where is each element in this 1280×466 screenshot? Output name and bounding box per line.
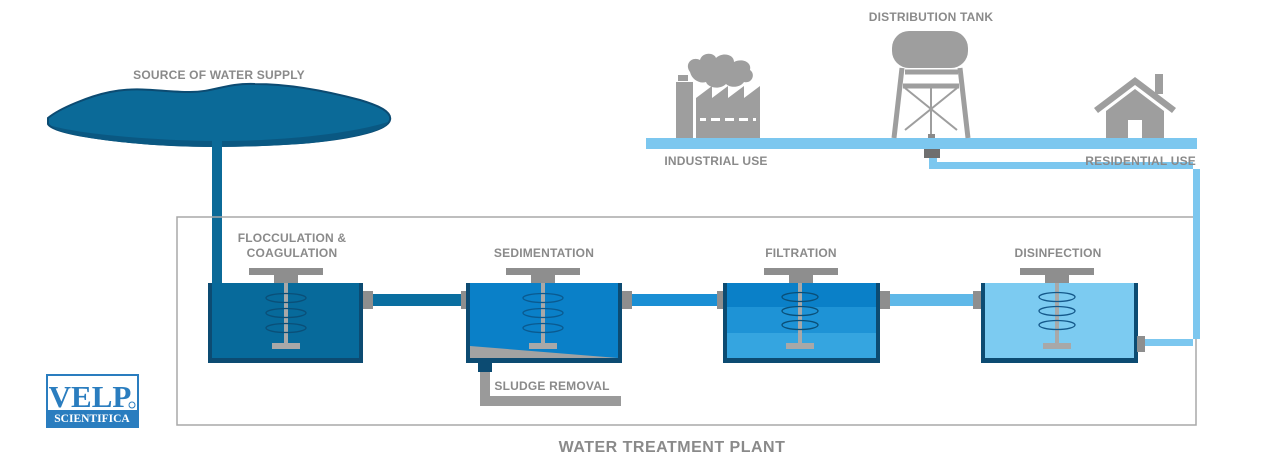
velp-logo: VELP SCIENTIFICA [46, 374, 139, 428]
stage-label: DISINFECTION [1014, 246, 1101, 260]
pipe-1-2 [372, 294, 466, 306]
stage-flocculation: FLOCCULATION & COAGULATION [208, 231, 363, 363]
stage-label: SEDIMENTATION [494, 246, 594, 260]
water-source-icon [47, 82, 392, 147]
house-icon [1094, 74, 1176, 138]
stage-disinfection: DISINFECTION [981, 246, 1145, 363]
connector [717, 291, 727, 309]
pipe-3-4 [887, 294, 981, 306]
source-pipe [212, 140, 222, 288]
mixer-icon [522, 292, 564, 334]
mixer-icon [781, 291, 819, 331]
connector [973, 291, 983, 309]
connector [363, 291, 373, 309]
distribution-main-pipe [646, 138, 1197, 149]
logo-line1: VELP [49, 379, 132, 414]
distribution-tank-label: DISTRIBUTION TANK [869, 10, 994, 24]
factory-icon [676, 53, 760, 138]
stage-label: FLOCCULATION & [238, 231, 347, 245]
logo-line2: SCIENTIFICA [54, 413, 130, 425]
mixer-icon [265, 292, 307, 334]
source-label: SOURCE OF WATER SUPPLY [133, 68, 305, 82]
water-tower-icon [891, 31, 971, 139]
plant-title: WATER TREATMENT PLANT [559, 439, 786, 456]
stage-label: FILTRATION [765, 246, 837, 260]
industrial-use-label: INDUSTRIAL USE [664, 154, 767, 168]
residential-use-label: RESIDENTIAL USE [1085, 154, 1196, 168]
connector [622, 291, 632, 309]
stage-sedimentation: SEDIMENTATION SLUDGE REMOVAL [466, 246, 622, 406]
mixer-icon [1038, 291, 1076, 331]
distribution-valve [924, 149, 940, 158]
connector [880, 291, 890, 309]
sludge-pipe [480, 372, 621, 406]
stage-label: COAGULATION [247, 246, 338, 260]
pipe-2-3 [628, 294, 722, 306]
stage-filtration: FILTRATION [723, 246, 880, 363]
sludge-label: SLUDGE REMOVAL [494, 379, 609, 393]
